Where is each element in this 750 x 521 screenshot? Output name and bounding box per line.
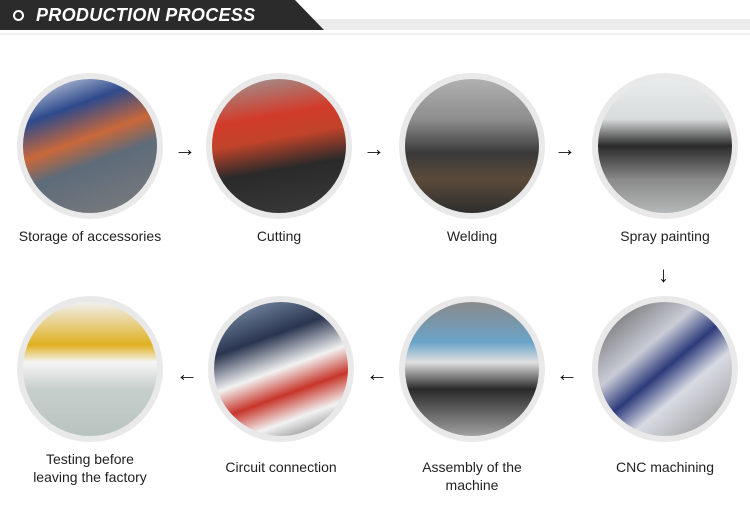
photo-welding	[405, 79, 539, 213]
step-storage: Storage of accessories	[15, 73, 165, 245]
photo-frame	[208, 296, 354, 442]
photo-spray-painting	[598, 79, 732, 213]
photo-cnc-machining	[598, 302, 732, 436]
step-label: Testing before leaving the factory	[15, 450, 165, 486]
step-label: Welding	[446, 228, 498, 244]
photo-frame	[17, 73, 163, 219]
photo-frame	[17, 296, 163, 442]
photo-cutting	[212, 79, 346, 213]
arrow-left-icon: ←	[366, 361, 388, 386]
step-spray-painting: Spray painting	[590, 73, 740, 245]
step-cutting: Cutting	[204, 73, 354, 245]
arrow-right-icon: →	[174, 136, 196, 161]
step-label: Circuit connection	[225, 459, 337, 475]
arrow-right-icon: →	[363, 136, 385, 161]
page-title: PRODUCTION PROCESS	[36, 5, 256, 25]
photo-frame	[206, 73, 352, 219]
arrow-down-icon: ↓	[658, 262, 669, 287]
step-label: Assembly of the machine	[422, 459, 522, 493]
step-label-line2: leaving the factory	[33, 469, 147, 485]
step-welding: Welding	[397, 73, 547, 245]
photo-frame	[399, 73, 545, 219]
photo-assembly	[405, 302, 539, 436]
photo-testing	[23, 302, 157, 436]
arrow-right-icon: →	[554, 136, 576, 161]
photo-frame	[399, 296, 545, 442]
section-header	[0, 0, 324, 30]
photo-storage	[23, 79, 157, 213]
header-divider	[0, 33, 750, 35]
arrow-left-icon: ←	[176, 361, 198, 386]
step-assembly: Assembly of the machine	[397, 296, 547, 494]
step-label: Spray painting	[620, 228, 710, 244]
header-gray-band	[300, 19, 750, 30]
step-label: CNC machining	[615, 459, 715, 475]
photo-frame	[592, 296, 738, 442]
step-label-line1: Testing before	[46, 451, 134, 467]
arrow-left-icon: ←	[556, 361, 578, 386]
step-label: Storage of accessories	[18, 228, 162, 244]
photo-circuit-connection	[214, 302, 348, 436]
circle-outline-icon	[13, 10, 24, 21]
photo-frame	[592, 73, 738, 219]
step-cnc-machining: CNC machining	[590, 296, 740, 476]
step-circuit-connection: Circuit connection	[206, 296, 356, 476]
step-label: Cutting	[256, 228, 302, 244]
step-testing: Testing before leaving the factory	[15, 296, 165, 486]
